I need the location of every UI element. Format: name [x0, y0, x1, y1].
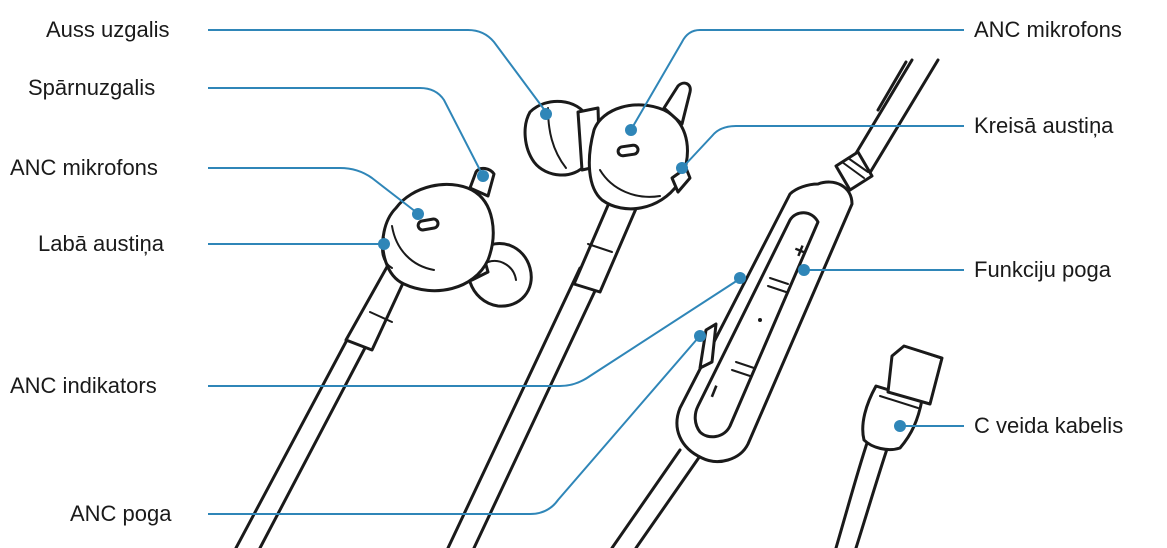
- left-earbud-body: [587, 81, 692, 211]
- leader-anc-mikrofons-right: [208, 167, 424, 220]
- label-anc-mikrofons-right: ANC mikrofons: [10, 155, 158, 180]
- label-anc-poga: ANC poga: [70, 501, 172, 526]
- usb-c-boot: [861, 384, 924, 452]
- usb-c-plug: [886, 344, 944, 406]
- left-earbud-stem: [572, 194, 640, 294]
- leader-anc-poga: [208, 330, 706, 515]
- leader-auss-uzgalis: [208, 29, 552, 120]
- label-funkciju-poga: Funkciju poga: [974, 257, 1111, 282]
- left-earbud-cable: [446, 266, 604, 548]
- label-c-veida-kabelis: C veida kabelis: [974, 413, 1124, 438]
- leader-anc-indikators: [208, 272, 746, 387]
- remote-cable-lower: [610, 448, 702, 548]
- remote-control: [675, 180, 854, 463]
- leader-kreisa-austina: [676, 125, 964, 174]
- label-anc-mikrofons-left: ANC mikrofons: [974, 17, 1122, 42]
- label-sparnuzgalis: Spārnuzgalis: [28, 75, 156, 100]
- leader-c-veida-kabelis: [894, 420, 964, 432]
- cable-collar: [834, 150, 874, 192]
- leader-laba-austina: [208, 238, 390, 250]
- right-earbud-body: [381, 166, 496, 293]
- label-auss-uzgalis: Auss uzgalis: [46, 17, 170, 42]
- leader-sparnuzgalis: [208, 87, 489, 182]
- leader-funkciju-poga: [798, 264, 964, 276]
- label-kreisa-austina: Kreisā austiņa: [974, 113, 1114, 138]
- leader-anc-mikrofons-left: [625, 29, 964, 136]
- usb-c-cable: [834, 438, 890, 548]
- right-earbud-cable: [234, 336, 368, 548]
- label-laba-austina: Labā austiņa: [38, 231, 164, 256]
- label-anc-indikators: ANC indikators: [10, 373, 157, 398]
